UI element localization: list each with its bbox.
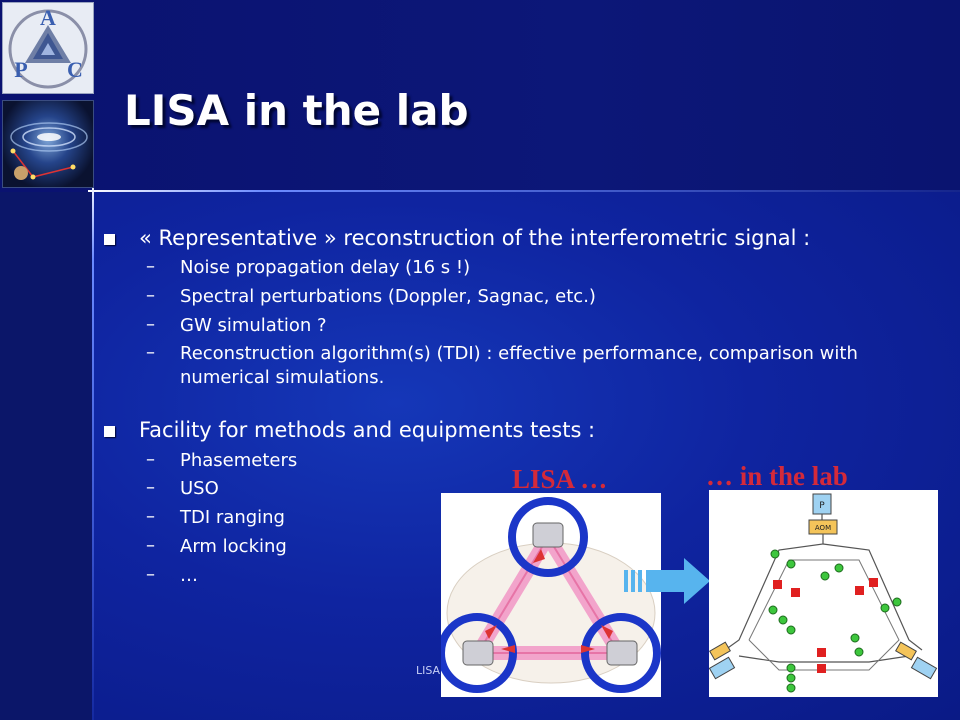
subitem-text: … (180, 565, 198, 586)
subitem: – Spectral perturbations (Doppler, Sagna… (146, 285, 946, 309)
bullet-text: « Representative » reconstruction of the… (139, 226, 811, 250)
logo-letter-p: P (14, 57, 27, 82)
dash-marker: – (146, 256, 155, 277)
galaxy-graphic (10, 122, 88, 180)
lab-diagram-graphic: P AOM (708, 493, 938, 693)
dash-marker: – (146, 314, 155, 335)
right-arrow-icon (624, 558, 710, 604)
dash-marker: – (146, 285, 155, 306)
subitem-text: USO (180, 478, 219, 499)
bullet-square-icon (104, 426, 115, 437)
subitem-text: Phasemeters (180, 450, 298, 471)
vertical-divider (92, 178, 94, 720)
dash-marker: – (146, 564, 155, 585)
subitem-text: GW simulation ? (180, 315, 327, 336)
bullet-facility-tests: Facility for methods and equipments test… (104, 418, 944, 442)
slide-title: LISA in the lab (124, 86, 469, 135)
subitem: – … (146, 564, 946, 588)
subitem-text: Reconstruction algorithm(s) (TDI) : effe… (180, 343, 858, 388)
subitem: – GW simulation ? (146, 314, 946, 338)
subitem: – Noise propagation delay (16 s !) (146, 256, 946, 280)
logo-letter-a: A (40, 5, 56, 30)
lab-setup-diagram: P AOM (708, 490, 938, 697)
caption-lisa: LISA … (512, 464, 608, 494)
aom-label: AOM (815, 524, 831, 532)
subitem-text: Spectral perturbations (Doppler, Sagnac,… (180, 286, 596, 307)
subitem: – Arm locking (146, 535, 946, 559)
dash-marker: – (146, 449, 155, 470)
lisa-triangle-graphic (437, 497, 661, 693)
subitem-text: TDI ranging (180, 507, 285, 528)
apc-logo: A P C (2, 2, 94, 94)
title-band (0, 0, 960, 192)
lisa-constellation-image (437, 493, 661, 697)
horizontal-divider (88, 190, 960, 192)
dash-marker: – (146, 342, 155, 363)
dash-marker: – (146, 506, 155, 527)
footer-text: LISA (416, 664, 441, 677)
dash-marker: – (146, 477, 155, 498)
bullet-square-icon (104, 234, 115, 245)
bullet-text: Facility for methods and equipments test… (139, 418, 596, 442)
subitem-text: Noise propagation delay (16 s !) (180, 257, 471, 278)
lisa-orbit-image (2, 100, 94, 188)
apc-logo-graphic: A P C (8, 5, 88, 89)
subitem: – Phasemeters (146, 449, 946, 473)
subitem: – Reconstruction algorithm(s) (TDI) : ef… (146, 342, 946, 390)
subitem: – USO (146, 477, 946, 501)
subitem: – TDI ranging (146, 506, 946, 530)
left-band (0, 192, 92, 720)
laser-label: P (819, 501, 825, 511)
subitem-text: Arm locking (180, 536, 287, 557)
dash-marker: – (146, 535, 155, 556)
bullet-signal-reconstruction: « Representative » reconstruction of the… (104, 226, 944, 250)
logo-letter-c: C (67, 57, 83, 82)
caption-in-the-lab: … in the lab (706, 461, 848, 491)
